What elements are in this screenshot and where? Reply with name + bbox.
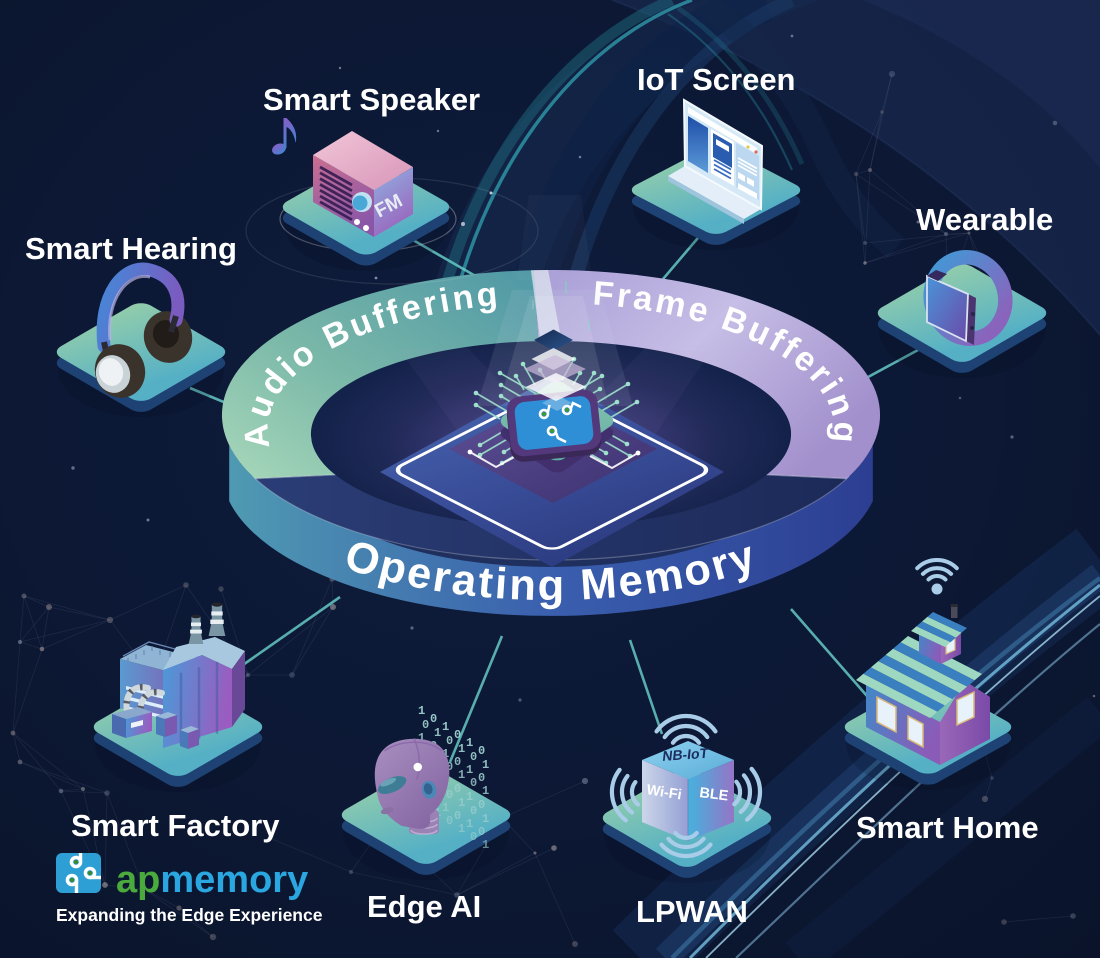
svg-text:0: 0 [478,771,485,785]
svg-text:0: 0 [454,728,461,742]
svg-text:Smart Speaker: Smart Speaker [263,82,480,117]
svg-text:Smart Factory: Smart Factory [71,808,280,843]
svg-text:1: 1 [418,731,425,745]
svg-text:1: 1 [482,784,489,798]
svg-text:1: 1 [482,838,489,852]
svg-text:0: 0 [446,788,453,802]
svg-text:1: 1 [458,822,465,836]
svg-text:0: 0 [470,776,477,790]
svg-text:IoT Screen: IoT Screen [637,62,796,97]
svg-text:1: 1 [466,790,473,804]
svg-text:1: 1 [482,812,489,826]
svg-text:1: 1 [458,742,465,756]
svg-text:1: 1 [458,796,465,810]
svg-text:0: 0 [446,734,453,748]
svg-text:LPWAN: LPWAN [636,894,748,929]
svg-text:0: 0 [470,804,477,818]
svg-text:0: 0 [454,782,461,796]
svg-text:Smart Hearing: Smart Hearing [25,231,237,266]
svg-text:0: 0 [446,814,453,828]
svg-text:apmemory: apmemory [116,859,308,901]
svg-text:1: 1 [458,768,465,782]
svg-text:0: 0 [422,718,429,732]
svg-text:1: 1 [466,817,473,831]
svg-text:0: 0 [454,809,461,823]
svg-text:1: 1 [482,758,489,772]
svg-text:0: 0 [470,830,477,844]
svg-text:Edge AI: Edge AI [367,889,481,924]
svg-text:1: 1 [466,763,473,777]
svg-text:1: 1 [442,801,449,815]
svg-text:1: 1 [442,720,449,734]
svg-text:BLE: BLE [699,785,730,804]
svg-text:0: 0 [454,755,461,769]
svg-text:Expanding the Edge Experience: Expanding the Edge Experience [56,905,323,925]
svg-text:Wearable: Wearable [916,202,1053,237]
svg-text:0: 0 [430,712,437,726]
svg-text:0: 0 [470,750,477,764]
svg-text:0: 0 [478,798,485,812]
svg-text:Wi-Fi: Wi-Fi [645,782,682,803]
svg-text:NB-IoT: NB-IoT [662,745,710,764]
svg-text:0: 0 [478,744,485,758]
svg-text:1: 1 [466,736,473,750]
svg-text:Smart Home: Smart Home [856,810,1039,845]
svg-text:1: 1 [434,726,441,740]
svg-text:0: 0 [446,760,453,774]
svg-text:0: 0 [478,825,485,839]
svg-text:1: 1 [418,704,425,718]
